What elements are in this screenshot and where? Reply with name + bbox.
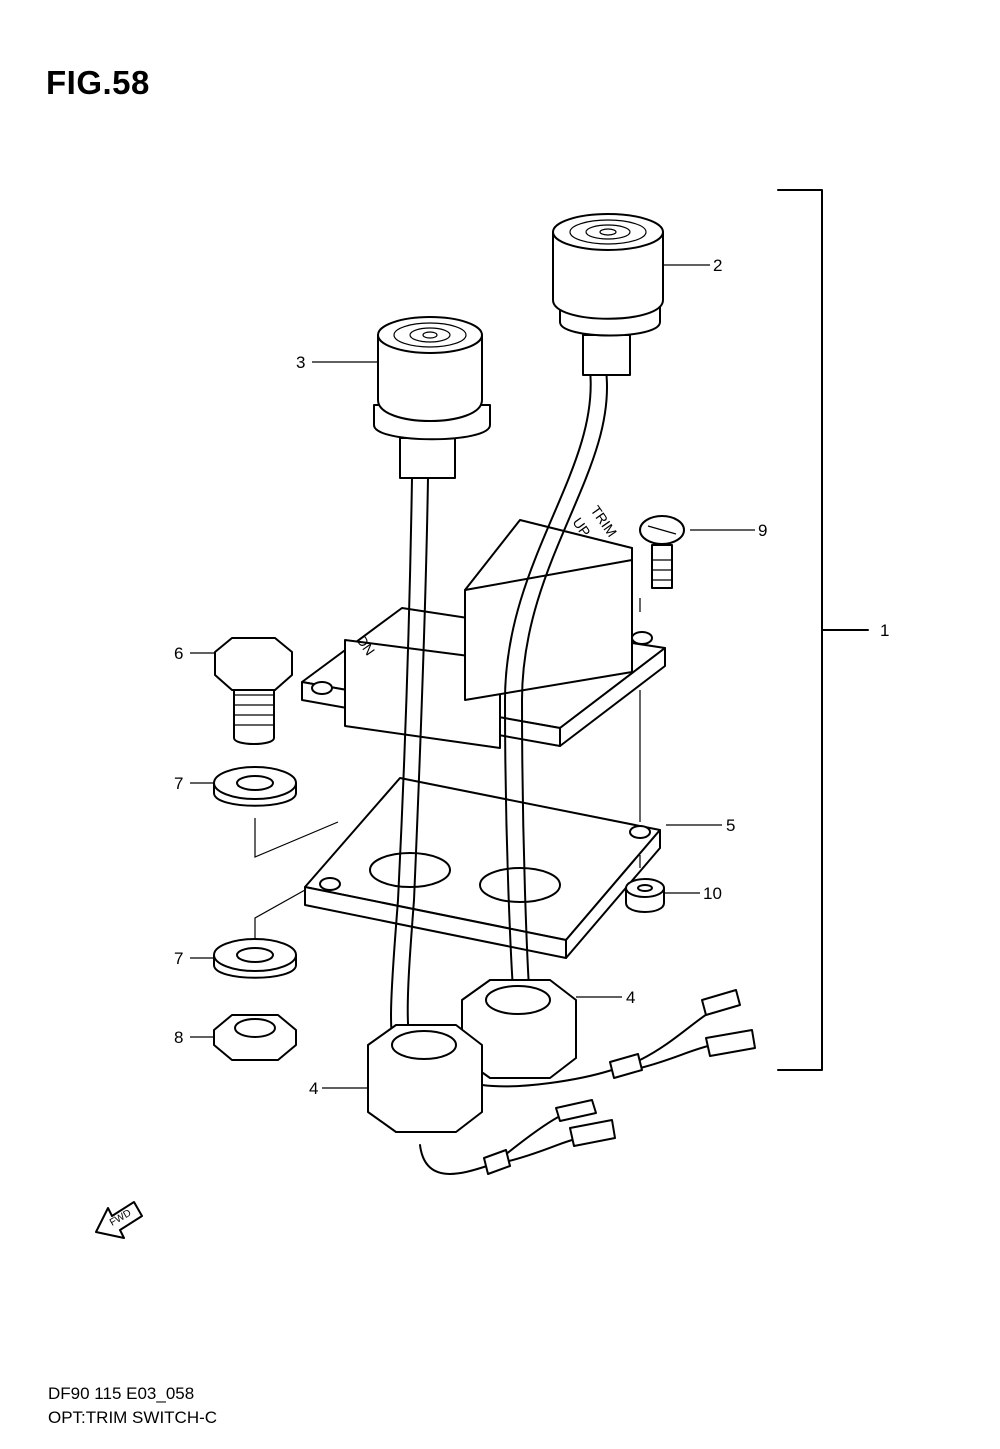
washer-upper	[213, 766, 297, 807]
callout-numbers: 1 2 3 4 4 5 6 7 7 8 9 10	[174, 256, 889, 1098]
assembly-bracket	[777, 189, 869, 1071]
wire-leads	[419, 989, 756, 1175]
cable-nut-left	[367, 1024, 483, 1133]
figure-title: FIG.58	[46, 64, 150, 101]
switch-cables	[390, 369, 609, 1061]
alignment-lines	[254, 598, 641, 938]
trim-up-line1: TRIM	[588, 503, 621, 540]
callout-9: 9	[758, 521, 767, 540]
callout-10: 10	[703, 884, 722, 903]
push-button-trim-up	[552, 213, 664, 376]
push-button-down	[373, 316, 491, 479]
gasket-plate	[304, 777, 661, 959]
figure-caption: OPT:TRIM SWITCH-C	[48, 1408, 218, 1427]
cable-nut-right	[461, 979, 577, 1079]
switch-housing: TRIM UP DN	[301, 503, 666, 749]
hex-bolt	[214, 637, 293, 745]
callout-3: 3	[296, 353, 305, 372]
callout-8: 8	[174, 1028, 183, 1047]
screw	[639, 515, 685, 589]
callout-5: 5	[726, 816, 735, 835]
figure-footer: DF90 115 E03_058 OPT:TRIM SWITCH-C	[48, 1382, 217, 1430]
callout-2: 2	[713, 256, 722, 275]
callout-6: 6	[174, 644, 183, 663]
callout-leaders	[190, 264, 755, 1089]
forward-arrow-icon: FWD	[95, 1201, 143, 1239]
callout-7-upper: 7	[174, 774, 183, 793]
callout-1: 1	[880, 621, 889, 640]
hex-nut	[213, 1014, 297, 1061]
washer-lower	[213, 938, 297, 979]
callout-7-lower: 7	[174, 949, 183, 968]
callout-4-right: 4	[626, 988, 635, 1007]
small-nut	[625, 878, 665, 913]
figure-code: DF90 115 E03_058	[48, 1384, 195, 1403]
callout-4-left: 4	[309, 1079, 318, 1098]
